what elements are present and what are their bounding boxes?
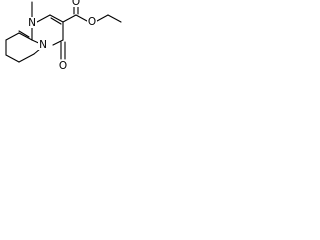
- carbonyl-oxygen-label-background: [71, 0, 81, 7]
- bond-c6-n5: [18, 53, 35, 63]
- bond-c2-c3: [49, 14, 64, 23]
- bond-ether-o-ch2: [96, 14, 109, 22]
- bond-group: [5, 1, 122, 63]
- bond-c7-c6: [5, 54, 20, 63]
- ketone-oxygen-atom-label: O: [59, 60, 67, 72]
- bond-c2-c3-double: [50, 17, 62, 25]
- n5-label-background: [38, 39, 48, 50]
- n5-atom-label: N: [39, 39, 47, 51]
- chemical-structure: N N O O O: [5, 0, 122, 72]
- ketone-oxygen-label-background: [58, 60, 68, 71]
- bond-n1-c2: [36, 14, 51, 23]
- bond-c9-c8: [5, 32, 20, 41]
- n1-label-background: [27, 17, 37, 28]
- carbonyl-oxygen-atom-label: O: [72, 0, 80, 8]
- bond-c9a-c9: [18, 32, 33, 41]
- atom-labels: N N O O O: [27, 0, 97, 72]
- bond-ethyl-ch2-ch3: [107, 14, 122, 23]
- bond-c9a-c9-double: [18, 30, 30, 38]
- n1-atom-label: N: [28, 17, 36, 29]
- bond-c4-n5: [52, 39, 64, 46]
- ether-oxygen-label-background: [87, 16, 97, 27]
- bond-c3-carbonyl: [62, 14, 77, 23]
- ether-oxygen-atom-label: O: [88, 16, 96, 28]
- bond-carbonyl-ether-o: [75, 14, 88, 22]
